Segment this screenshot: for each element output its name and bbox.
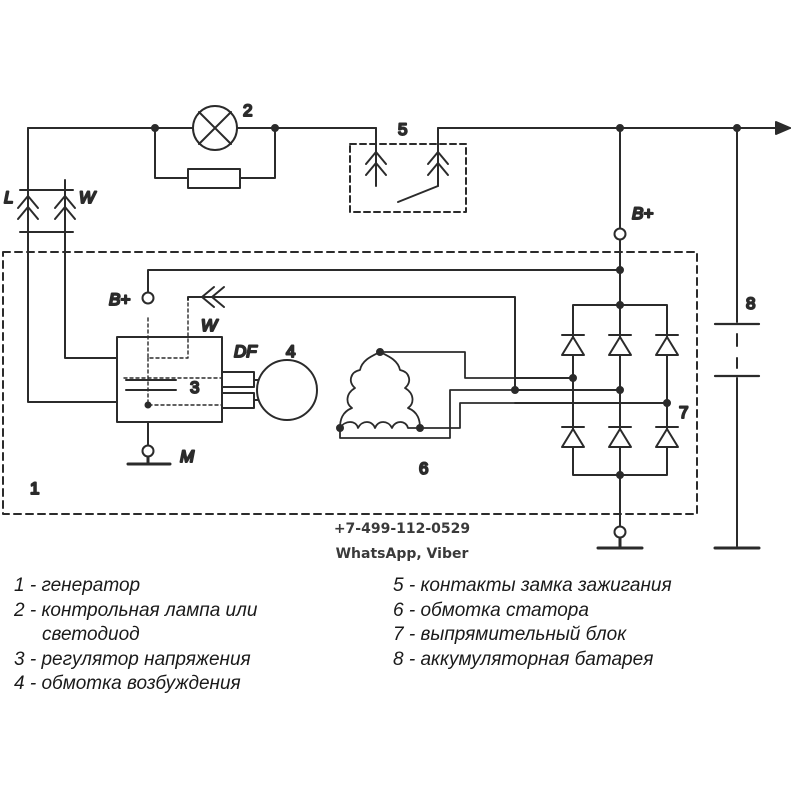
arrow-to-load (775, 121, 791, 135)
legend-item-5: 5 - контакты замка зажигания (393, 575, 672, 596)
legend-item-4: 4 - обмотка возбуждения (14, 673, 241, 694)
label-battery-num: 8 (746, 294, 755, 313)
resistor (187, 168, 241, 189)
field-winding (256, 359, 318, 421)
label-term-W-top: W (79, 188, 97, 207)
wire-W-top (64, 179, 118, 359)
label-regulator-num: 3 (190, 378, 199, 397)
connector-W-reg (201, 286, 225, 308)
control-lamp (192, 105, 238, 151)
label-term-Bplus-reg: B+ (109, 290, 130, 309)
terminal-ground (613, 525, 627, 539)
terminal-Bplus-out (613, 227, 627, 241)
switch-lever (397, 185, 439, 203)
legend-item-8: 8 - аккумуляторная батарея (393, 648, 654, 670)
node-junction (144, 401, 152, 409)
terminal-Bplus-reg (141, 291, 155, 305)
ignition-switch-box (349, 143, 467, 213)
node-stator (416, 424, 424, 432)
connector-block (19, 189, 74, 233)
wire-phases (514, 377, 668, 404)
df-brush-bottom (221, 392, 255, 409)
wire-L (27, 127, 118, 403)
node-junction (616, 301, 624, 309)
wire-resistor-branch (154, 127, 276, 179)
legend-left: 1 - генератор 2 - контрольная лампа или … (14, 574, 257, 697)
legend-item-2-cont: светодиод (42, 624, 140, 645)
legend-item-2: 2 - контрольная лампа или (14, 599, 258, 621)
df-leads (253, 379, 259, 401)
stator-winding (339, 351, 516, 439)
connector-W (54, 195, 76, 220)
regulator-internal (123, 299, 223, 406)
legend-item-1: 1 - генератор (14, 575, 141, 596)
connector-L (17, 195, 39, 220)
rectifier-block (561, 269, 679, 526)
ground-M (126, 455, 172, 466)
switch-contact-left (365, 127, 387, 187)
label-term-W-reg: W (201, 316, 219, 335)
switch-contact-right (427, 127, 449, 187)
node-junction (569, 374, 577, 382)
legend-right: 5 - контакты замка зажигания 6 - обмотка… (393, 574, 672, 672)
label-term-DF: DF (234, 342, 258, 361)
label-switch-num: 5 (398, 120, 407, 139)
contact-messengers: WhatsApp, Viber (336, 546, 469, 562)
terminal-M (141, 444, 155, 458)
label-field-num: 4 (286, 342, 295, 361)
label-lamp-num: 2 (243, 101, 252, 120)
node-junction (616, 386, 624, 394)
label-term-M: M (180, 447, 195, 466)
generator-boundary (2, 251, 698, 515)
wire-W-reg (187, 296, 516, 391)
contact-phone: +7-499-112-0529 (334, 521, 470, 537)
label-generator-num: 1 (30, 479, 39, 498)
legend-item-7: 7 - выпрямительный блок (393, 624, 627, 645)
label-term-Bplus-out: B+ (632, 204, 653, 223)
regulator-capacitor (125, 379, 177, 391)
node-stator (336, 424, 344, 432)
wire-Bplus-reg (147, 269, 621, 293)
label-stator-num: 6 (419, 459, 428, 478)
label-rectifier-num: 7 (679, 403, 688, 422)
legend-item-6: 6 - обмотка статора (393, 599, 589, 621)
df-brush-top (221, 371, 255, 388)
node-stator (376, 348, 384, 356)
ground-generator (596, 536, 644, 550)
legend-item-3: 3 - регулятор напряжения (14, 648, 251, 670)
label-term-L: L (4, 188, 13, 207)
node-junction (663, 399, 671, 407)
